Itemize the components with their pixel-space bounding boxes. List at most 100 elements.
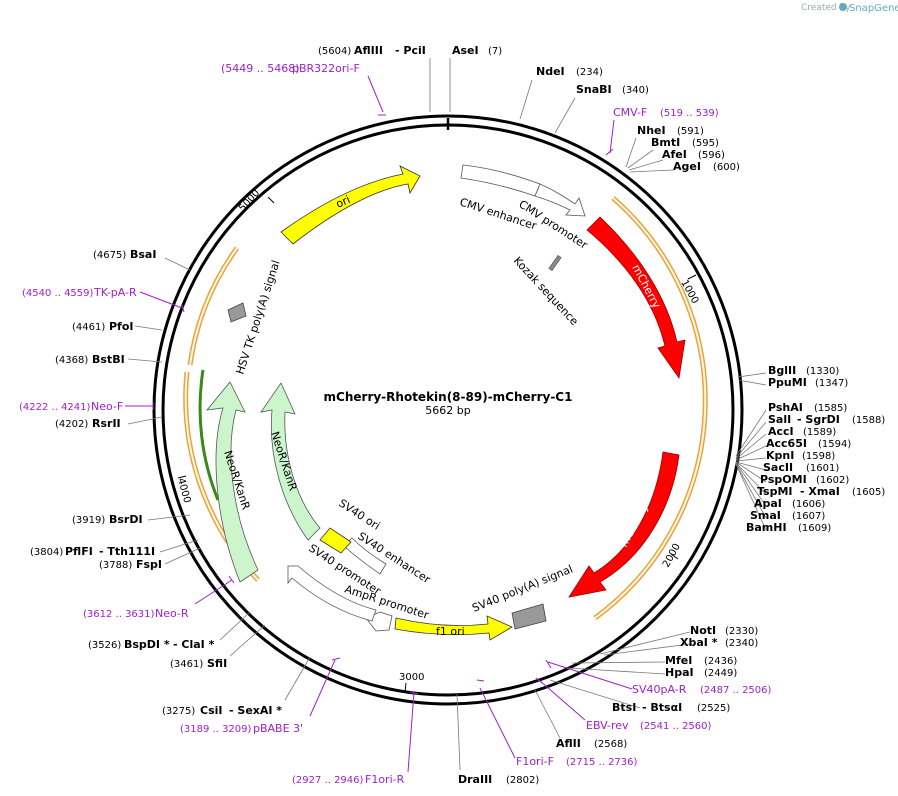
site-pos-fspi: (3788) <box>99 560 132 571</box>
f1-ori-feature[interactable] <box>394 615 513 641</box>
site-pos-hpai: (2449) <box>704 668 737 679</box>
site-pos-pflfi: (3804) <box>30 547 63 558</box>
site-bsrdi[interactable]: BsrDI <box>109 513 143 526</box>
site-pcii[interactable]: - PciI <box>395 44 426 57</box>
site-pos-pspomi: (1602) <box>816 475 849 486</box>
site-bamhi[interactable]: BamHI <box>746 521 787 534</box>
primer-tkpa[interactable]: TK-pA-R <box>93 286 137 299</box>
hsv-tk-feature[interactable] <box>227 302 247 323</box>
site-pos-acci: (1589) <box>803 427 836 438</box>
site-agei[interactable]: AgeI <box>673 160 701 173</box>
primer-cmvf[interactable]: CMV-F <box>613 106 647 119</box>
cmv-enhancer-feature[interactable] <box>460 164 541 197</box>
site-pos-smai: (1607) <box>792 511 825 522</box>
primer-range-neor: (3612 .. 3631) <box>83 609 155 620</box>
primer-pbr322[interactable]: pBR322ori-F <box>292 62 360 75</box>
primer-neor[interactable]: Neo-R <box>155 607 189 620</box>
site-rsrii[interactable]: RsrII <box>92 417 121 430</box>
site-tth111i[interactable]: - Tth111I <box>99 545 155 558</box>
primer-f1orir[interactable]: F1ori-R <box>365 773 405 786</box>
site-acci[interactable]: AccI <box>768 425 794 438</box>
site-pos-aflii: (2568) <box>594 739 627 750</box>
site-sali[interactable]: SalI <box>768 413 791 426</box>
site-noti[interactable]: NotI <box>690 624 716 637</box>
kozak-feature[interactable] <box>548 254 562 272</box>
site-apai[interactable]: ApaI <box>754 497 782 510</box>
site-snabi[interactable]: SnaBI <box>576 83 612 96</box>
site-bglii[interactable]: BglII <box>768 364 796 377</box>
neor-feature-1[interactable] <box>206 381 259 583</box>
site-csii[interactable]: CsiI <box>200 704 222 717</box>
site-draiii[interactable]: DraIII <box>458 773 492 786</box>
sv40-polya-feature[interactable] <box>511 603 547 630</box>
primer-range-f1orif: (2715 .. 2736) <box>566 757 638 768</box>
site-pflfi[interactable]: PflFI <box>65 545 93 558</box>
site-pshai[interactable]: PshAI <box>768 401 803 414</box>
site-nhei[interactable]: NheI <box>637 124 666 137</box>
site-btsai[interactable]: - BtsαI <box>642 701 682 714</box>
primer-ebv[interactable]: EBV-rev <box>586 719 629 732</box>
site-kpni[interactable]: KpnI <box>766 449 794 462</box>
site-afei[interactable]: AfeI <box>662 148 687 161</box>
site-aflii[interactable]: AflII <box>556 737 581 750</box>
site-clai[interactable]: - ClaI * <box>173 638 215 651</box>
site-pos-ppumi: (1347) <box>815 378 848 389</box>
site-ndei[interactable]: NdeI <box>536 65 565 78</box>
site-pos-sfii: (3461) <box>170 659 203 670</box>
primer-pbabe[interactable]: pBABE 3' <box>253 722 303 735</box>
site-fspi[interactable]: FspI <box>136 558 162 571</box>
primer-range-cmvf: (519 .. 539) <box>660 108 719 119</box>
site-pfoi[interactable]: PfoI <box>109 320 134 333</box>
site-sfii[interactable]: SfiI <box>207 657 227 670</box>
site-xbai[interactable]: XbaI * <box>680 636 718 649</box>
site-sacii[interactable]: SacII <box>763 461 793 474</box>
site-tspmi[interactable]: TspMI <box>757 485 793 498</box>
site-pos-draiii: (2802) <box>506 775 539 786</box>
site-xmai[interactable]: - XmaI <box>800 485 840 498</box>
site-bstbi[interactable]: BstBI <box>92 353 125 366</box>
site-hpai[interactable]: HpaI <box>665 666 694 679</box>
site-pos-xbai: (2340) <box>725 638 758 649</box>
site-pos-bglii: (1330) <box>806 366 839 377</box>
site-pos-nhei: (591) <box>677 126 704 137</box>
primer-neof[interactable]: Neo-F <box>91 400 123 413</box>
site-pos-kpni: (1598) <box>802 451 835 462</box>
site-afliii[interactable]: AflIII <box>354 44 383 57</box>
primer-f1orif[interactable]: F1ori-F <box>516 755 554 768</box>
site-pos-ndei: (234) <box>576 67 603 78</box>
sv40-promoter-feature[interactable] <box>287 565 377 622</box>
site-sexai[interactable]: - SexAI * <box>229 704 282 717</box>
backbone-outer <box>152 114 744 706</box>
site-smai[interactable]: SmaI <box>750 509 781 522</box>
site-pos-bamhi: (1609) <box>798 523 831 534</box>
primer-sv40pa[interactable]: SV40pA-R <box>632 683 687 696</box>
mcherry-feature-2[interactable] <box>568 451 680 598</box>
site-bmti[interactable]: BmtI <box>651 136 680 149</box>
site-sgrdi[interactable]: - SgrDI <box>797 413 840 426</box>
tick-3000: 3000 <box>399 672 424 683</box>
site-pos-apai: (1606) <box>792 499 825 510</box>
site-pos-mfei: (2436) <box>704 656 737 667</box>
site-pos-snabi: (340) <box>622 85 649 96</box>
site-asei[interactable]: AseI <box>452 44 479 57</box>
ori-feature[interactable] <box>280 165 421 245</box>
site-pos-bsai: (4675) <box>93 250 126 261</box>
mcherry-label-1: mCherry <box>629 262 663 310</box>
neor-feature-2[interactable] <box>260 382 321 541</box>
primer-range-sv40pa: (2487 .. 2506) <box>700 685 772 696</box>
site-btsi[interactable]: BtsI <box>612 701 636 714</box>
site-bsai[interactable]: BsaI <box>130 248 156 261</box>
sv40-ori-feature[interactable] <box>319 527 352 554</box>
site-bspdi[interactable]: BspDI * <box>124 638 170 651</box>
site-pos-sacii: (1601) <box>806 463 839 474</box>
site-pos-agei: (600) <box>713 162 740 173</box>
mcherry-feature-1[interactable] <box>586 216 686 380</box>
site-acc65i[interactable]: Acc65I <box>766 437 807 450</box>
site-ppumi[interactable]: PpuMI <box>768 376 807 389</box>
cmv-promoter-feature[interactable] <box>534 183 586 217</box>
sv40-enhancer-feature[interactable] <box>343 537 387 575</box>
site-pspomi[interactable]: PspOMI <box>760 473 807 486</box>
primer-range-pbabe: (3189 .. 3209) <box>180 724 252 735</box>
site-mfei[interactable]: MfeI <box>665 654 692 667</box>
f1-ori-label: f1 ori <box>436 625 465 638</box>
